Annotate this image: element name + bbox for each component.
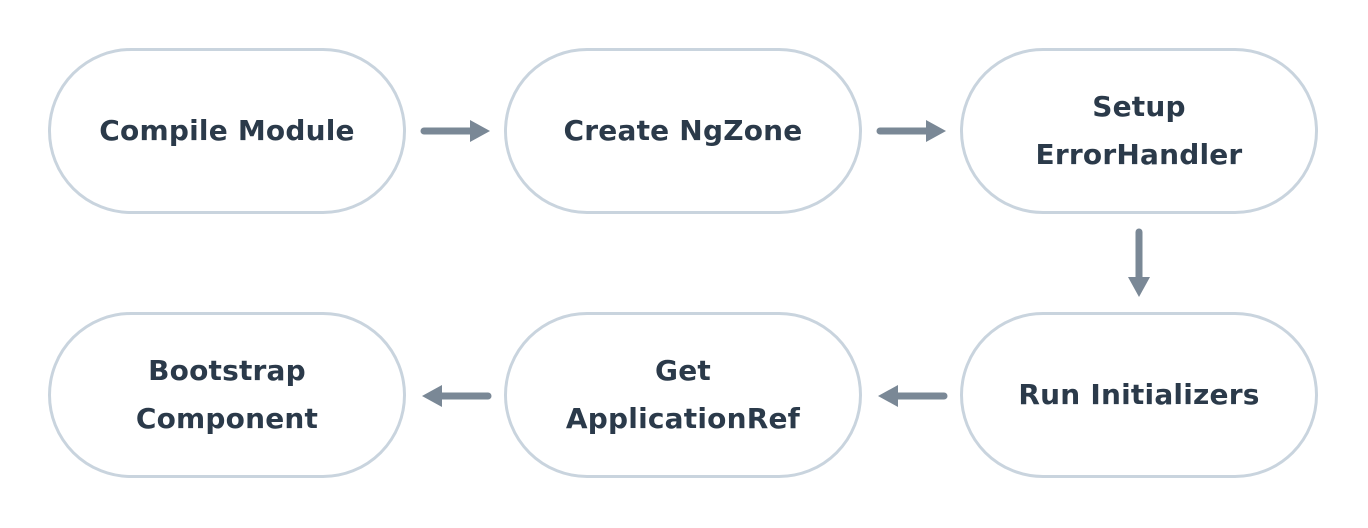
arrow-errorhandler-to-initializers [1128,228,1150,297]
node-label: Run Initializers [1018,378,1260,411]
node-compile-module: Compile Module [48,48,406,214]
node-get-applicationref: Get ApplicationRef [504,312,862,478]
node-create-ngzone: Create NgZone [504,48,862,214]
node-bootstrap-component: Bootstrap Component [48,312,406,478]
node-label: Compile Module [99,114,355,147]
arrow-initializers-to-applicationref [878,385,948,407]
node-run-initializers: Run Initializers [960,312,1318,478]
arrow-ngzone-to-errorhandler [876,120,946,142]
node-label: Bootstrap Component [135,354,319,435]
node-label: Create NgZone [563,114,803,147]
node-label: Get ApplicationRef [565,354,801,435]
arrow-compile-to-ngzone [420,120,490,142]
node-label: Setup ErrorHandler [1035,90,1243,171]
node-setup-errorhandler: Setup ErrorHandler [960,48,1318,214]
arrow-applicationref-to-bootstrap [422,385,492,407]
